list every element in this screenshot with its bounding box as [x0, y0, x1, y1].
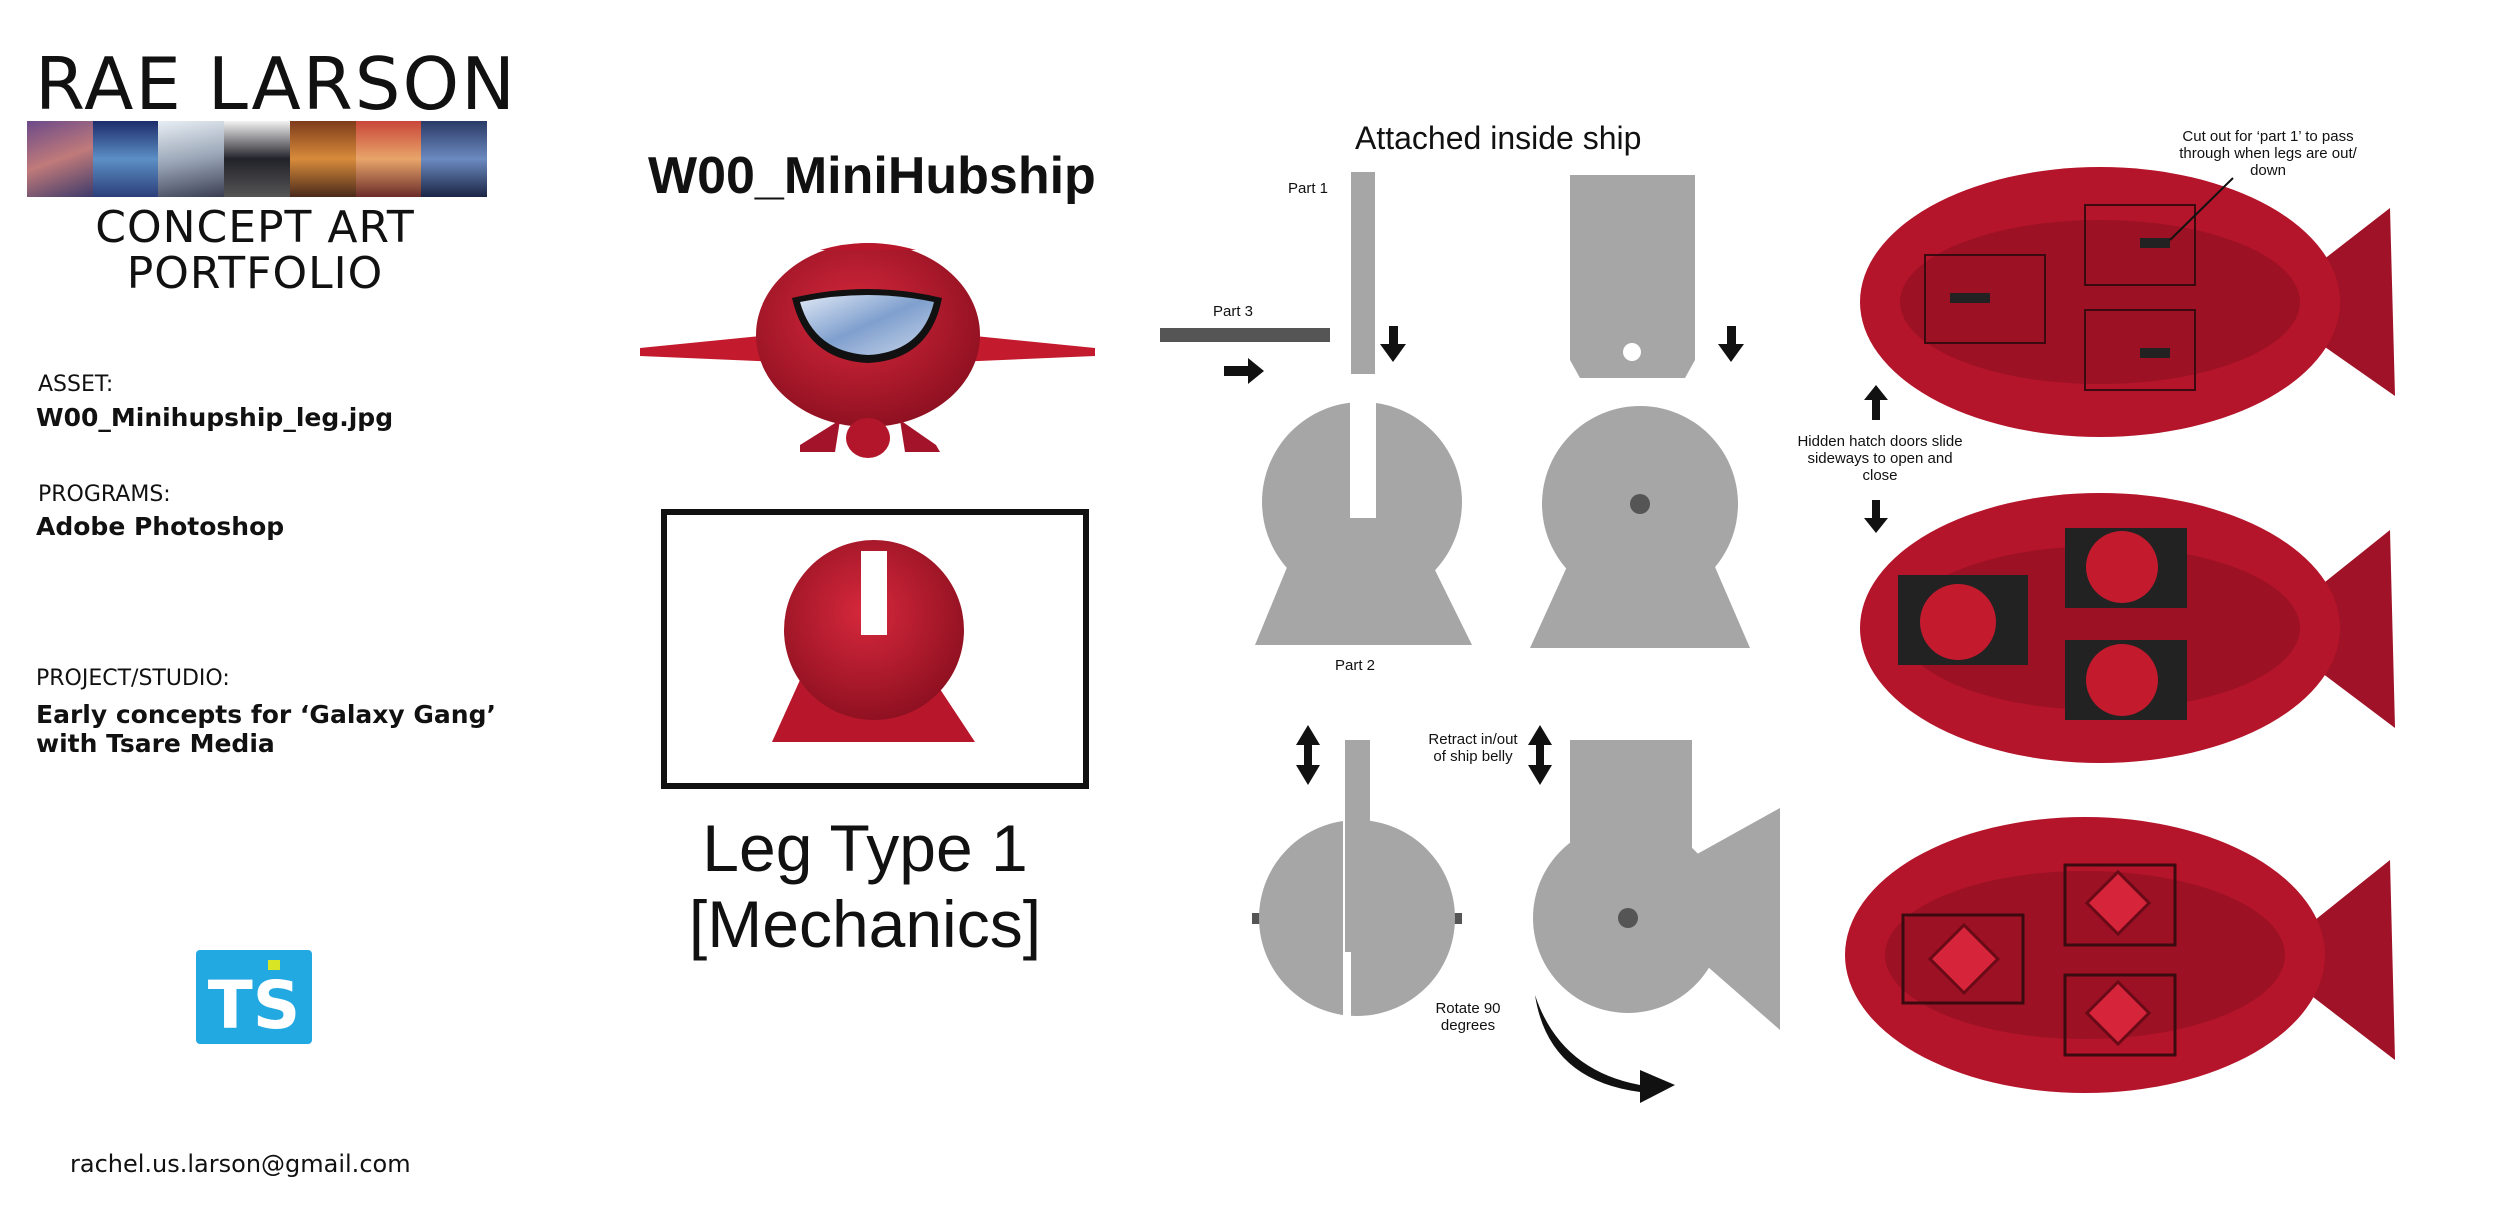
- mechanics-diagram: [1160, 172, 1780, 1030]
- arrow-right-icon: [1224, 358, 1264, 384]
- leg-type-title: Leg Type 1 [Mechanics]: [620, 810, 1110, 962]
- project-value: Early concepts for ‘Galaxy Gang’ with Ts…: [36, 700, 496, 758]
- leg-type-1-illustration: [772, 540, 975, 742]
- rotate-line-1: Rotate 90: [1435, 1000, 1501, 1017]
- double-arrow-icon: [1528, 725, 1552, 785]
- part-3-label: Part 3: [1213, 303, 1254, 320]
- asset-title: W00_MiniHubship: [648, 147, 1096, 205]
- programs-value: Adobe Photoshop: [36, 512, 285, 541]
- hatch-line-1: Hidden hatch doors slide: [1797, 433, 1963, 450]
- portfolio-artwork-banner: [27, 121, 487, 197]
- diagram-heading: Attached inside ship: [1355, 120, 1642, 156]
- project-label: PROJECT/STUDIO:: [36, 666, 230, 691]
- cutout-line-2: through when legs are out/: [2179, 145, 2357, 162]
- part-3-bar: [1160, 328, 1330, 342]
- ship-underside-closed: [1860, 167, 2395, 437]
- cutout-note: Cut out for ‘part 1’ to pass through whe…: [2170, 128, 2366, 179]
- arrow-down-icon: [1718, 326, 1744, 362]
- artist-name: RAE LARSON: [35, 42, 518, 126]
- programs-label: PROGRAMS:: [38, 482, 171, 507]
- ship-underside-open: [1860, 493, 2395, 763]
- arrow-down-icon: [1380, 326, 1406, 362]
- part-1-mount: [1570, 175, 1695, 378]
- leg-type-line-2: [Mechanics]: [688, 887, 1042, 961]
- portfolio-subtitle: CONCEPT ART PORTFOLIO: [60, 205, 450, 297]
- retract-line-1: Retract in/out: [1428, 731, 1518, 748]
- logo-text: TS: [208, 967, 301, 1044]
- contact-email[interactable]: rachel.us.larson@gmail.com: [70, 1150, 411, 1178]
- asset-value: W00_Minihupship_leg.jpg: [36, 403, 394, 432]
- logo-mark: TS: [208, 960, 301, 1044]
- arrow-up-icon: [1864, 385, 1888, 420]
- arrow-down-icon: [1864, 500, 1888, 533]
- rotate-arrow-icon: [1535, 995, 1675, 1103]
- rotated-part-2: [1690, 808, 1780, 1030]
- retract-bar: [1345, 740, 1370, 952]
- cutout-line-1: Cut out for ‘part 1’ to pass: [2182, 128, 2354, 145]
- cutout-line-3: down: [2250, 162, 2286, 179]
- part-2-label: Part 2: [1335, 657, 1376, 674]
- part-1-label: Part 1: [1288, 180, 1329, 197]
- part-1-bar: [1351, 172, 1375, 374]
- hubship-front-view: [640, 243, 1095, 458]
- rotate-line-2: degrees: [1440, 1017, 1496, 1034]
- subtitle-line-1: CONCEPT ART: [95, 202, 415, 253]
- ship-underside-hatched: [1845, 817, 2395, 1093]
- double-arrow-icon: [1296, 725, 1320, 785]
- hatch-note: Hidden hatch doors slide sideways to ope…: [1795, 433, 1965, 484]
- project-line-2: with Tsare Media: [36, 729, 275, 758]
- retract-line-2: of ship belly: [1433, 748, 1513, 765]
- hatch-line-3: close: [1862, 467, 1898, 484]
- leg-type-line-1: Leg Type 1: [702, 811, 1028, 885]
- hatch-line-2: sideways to open and: [1807, 450, 1953, 467]
- retract-note: Retract in/out of ship belly: [1418, 731, 1528, 765]
- leg-type-frame: [661, 509, 1089, 789]
- asset-label: ASSET:: [38, 372, 114, 397]
- project-line-1: Early concepts for ‘Galaxy Gang’: [36, 700, 496, 729]
- rotate-note: Rotate 90 degrees: [1428, 1000, 1508, 1034]
- subtitle-line-2: PORTFOLIO: [126, 248, 384, 299]
- diagram-arrows: [1224, 326, 1888, 1103]
- tsare-media-logo: TS: [196, 950, 312, 1044]
